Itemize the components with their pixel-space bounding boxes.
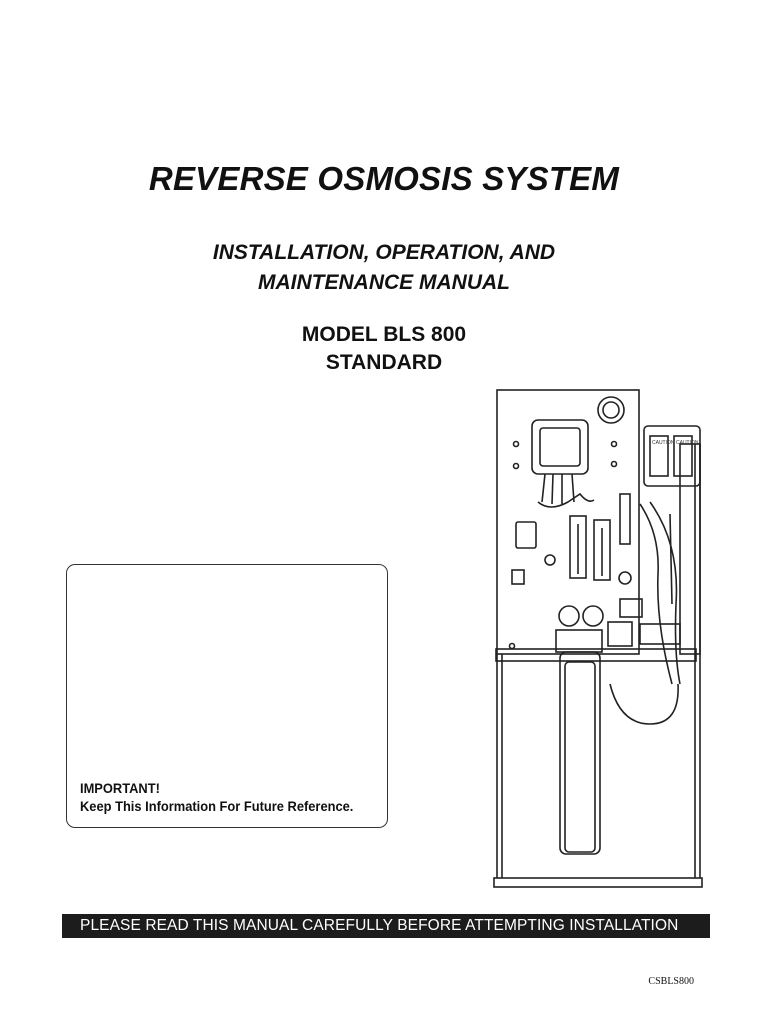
important-text: Keep This Information For Future Referen… — [80, 798, 354, 814]
model-block: MODEL BLS 800 STANDARD — [0, 321, 768, 377]
subtitle-line-1: INSTALLATION, OPERATION, AND — [212, 241, 556, 264]
caution-label-left: CAUTION — [652, 440, 675, 446]
important-note-box: IMPORTANT! Keep This Information For Fut… — [66, 564, 388, 828]
model-name: MODEL BLS 800 — [301, 323, 467, 346]
model-variant: STANDARD — [325, 351, 443, 374]
page-title: REVERSE OSMOSIS SYSTEM — [148, 160, 620, 197]
caution-label-right: CAUTION — [676, 440, 699, 446]
document-code: CSBLS800 — [648, 976, 694, 987]
read-manual-banner: PLEASE READ THIS MANUAL CAREFULLY BEFORE… — [62, 914, 710, 938]
manual-subtitle: INSTALLATION, OPERATION, AND MAINTENANCE… — [0, 238, 768, 298]
subtitle-line-2: MAINTENANCE MANUAL — [258, 271, 510, 294]
important-heading: IMPORTANT! — [80, 780, 160, 796]
reverse-osmosis-unit-illustration: CAUTION CAUTION — [493, 389, 703, 888]
